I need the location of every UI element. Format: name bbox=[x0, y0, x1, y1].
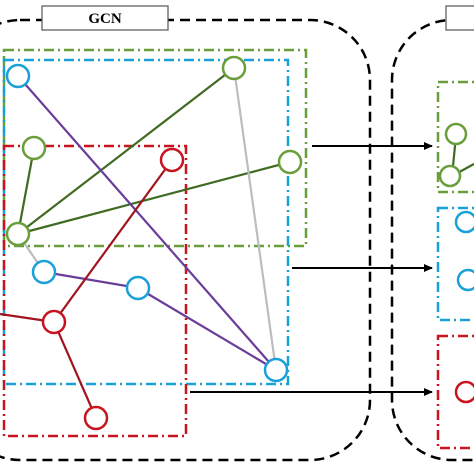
node-r3 bbox=[83, 405, 109, 431]
gcn-panel: GCN bbox=[0, 5, 372, 462]
graph-nodes bbox=[5, 55, 303, 431]
pooled-node-r1 bbox=[454, 380, 474, 404]
edge-b1-b4 bbox=[17, 75, 277, 371]
gcn-label-box bbox=[41, 5, 169, 31]
gcn-label: GCN bbox=[88, 11, 122, 27]
node-r2 bbox=[41, 309, 67, 335]
red-group-box bbox=[2, 144, 188, 438]
node-g4 bbox=[277, 149, 303, 175]
pooled-node-g2 bbox=[438, 164, 462, 188]
node-b1 bbox=[5, 63, 31, 89]
pooled-label-box bbox=[445, 5, 474, 31]
edge-g4-g3 bbox=[16, 147, 36, 235]
pooled-node-b1 bbox=[454, 210, 474, 234]
graph-edges bbox=[0, 67, 291, 419]
pooled-node-b2 bbox=[456, 268, 474, 292]
edge-g1-b4 bbox=[232, 67, 278, 371]
edge-r2-r3 bbox=[52, 321, 98, 419]
green-group-box bbox=[2, 48, 308, 248]
edge-g2-g4 bbox=[17, 160, 291, 236]
node-g3 bbox=[21, 135, 47, 161]
node-b3 bbox=[125, 275, 151, 301]
pooled-green-box bbox=[436, 80, 474, 194]
node-b2 bbox=[31, 259, 57, 285]
edge-g2-g1 bbox=[17, 67, 235, 235]
pooled-blue-box bbox=[436, 206, 474, 322]
node-g1 bbox=[221, 55, 247, 81]
pooled-red-box bbox=[436, 334, 474, 450]
pooled-panel bbox=[390, 5, 474, 462]
edge-b2-b3 bbox=[43, 270, 139, 290]
node-g2 bbox=[5, 221, 31, 247]
edge-b3-b4 bbox=[137, 287, 277, 371]
edge-r1-r2 bbox=[53, 159, 173, 323]
node-b4 bbox=[263, 357, 289, 383]
pooled-node-g1 bbox=[444, 122, 468, 146]
node-r1 bbox=[159, 147, 185, 173]
group-arrows bbox=[190, 142, 433, 396]
